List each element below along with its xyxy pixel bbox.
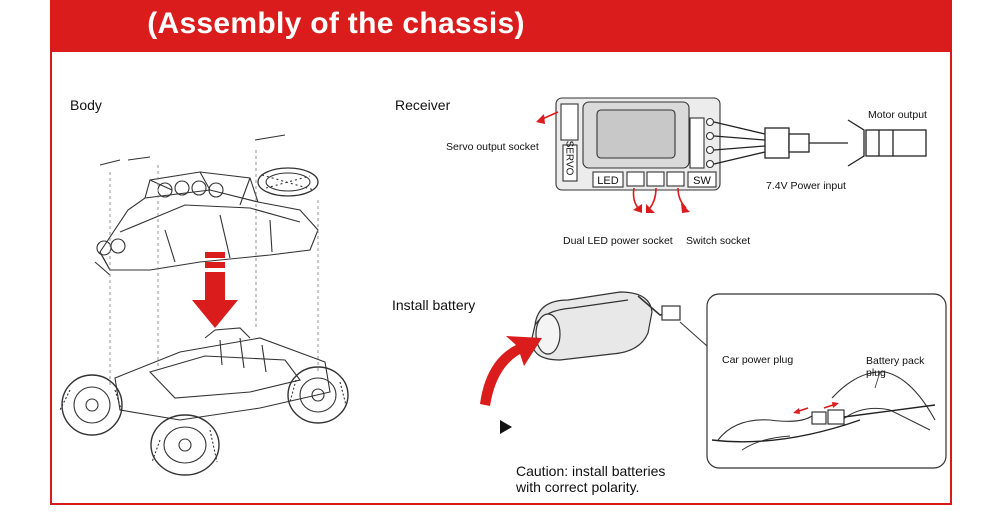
tyre-rear-left — [287, 366, 349, 424]
play-triangle-icon — [500, 420, 512, 434]
car-body-shell — [94, 134, 319, 276]
title-banner: (Assembly of the chassis) — [52, 0, 950, 52]
switch-socket-label: Switch socket — [686, 235, 751, 247]
plug-detail-box — [679, 293, 947, 469]
power-input-label: 7.4V Power input — [766, 180, 846, 192]
battery-pack — [531, 291, 681, 361]
dual-led-label: Dual LED power socket — [563, 235, 673, 247]
down-arrow-icon — [192, 252, 238, 328]
led-tag: LED — [597, 175, 618, 187]
car-power-plug-label: Car power plug — [722, 354, 794, 366]
sw-tag: SW — [693, 175, 711, 187]
servo-tag: SERVO — [564, 141, 575, 176]
car-chassis — [59, 327, 349, 476]
receiver-wires — [713, 119, 927, 167]
guide-lines — [109, 150, 319, 388]
tyre-front-right — [150, 414, 220, 476]
motor-output-label: Motor output — [868, 109, 927, 121]
page-frame: (Assembly of the chassis) — [50, 0, 952, 505]
battery-pack-plug-label: Battery pack plug — [866, 355, 925, 379]
page-title: (Assembly of the chassis) — [147, 7, 525, 40]
body-label: Body — [70, 97, 102, 113]
receiver-unit — [555, 97, 721, 191]
install-battery-label: Install battery — [392, 297, 476, 313]
servo-output-label: Servo output socket — [446, 141, 539, 153]
receiver-arrowheads — [536, 114, 690, 213]
curved-arrow-icon — [480, 336, 542, 406]
tyre-front-left — [61, 374, 123, 436]
caution-text: Caution: install batteries with correct … — [516, 463, 666, 495]
receiver-label: Receiver — [395, 97, 451, 113]
